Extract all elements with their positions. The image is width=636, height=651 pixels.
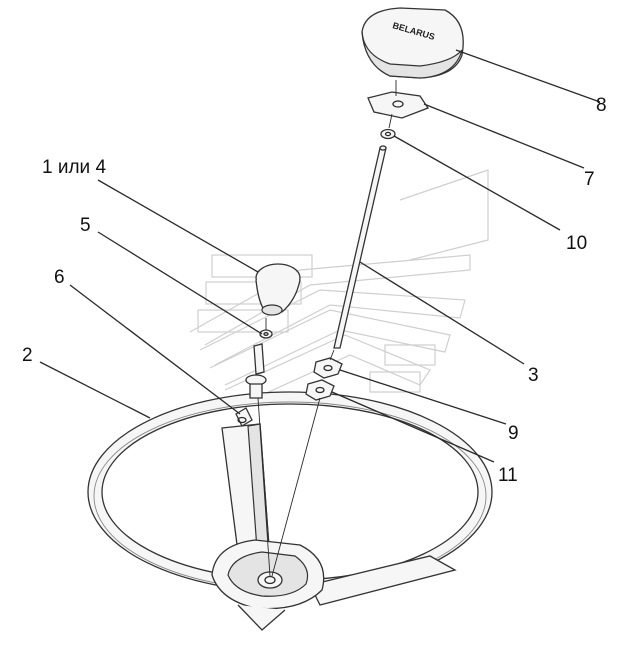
tie-rod: [333, 145, 387, 349]
callout-2: 2: [22, 345, 33, 366]
horn-cap: BELARUS: [361, 7, 464, 79]
callout-10: 10: [566, 233, 588, 254]
callout-11: 11: [498, 465, 518, 486]
assembly-axis-lines: [257, 80, 397, 577]
knob-pin: [235, 343, 267, 427]
leader-lines: [39, 49, 601, 463]
nut-9: [313, 357, 343, 379]
callout-5: 5: [80, 215, 91, 236]
callout-8: 8: [596, 95, 607, 116]
steering-wheel-rim: [87, 391, 493, 593]
washer-10: [380, 128, 396, 140]
wheel-hub: [211, 539, 325, 631]
nut-11: [305, 379, 335, 401]
callout-3: 3: [528, 365, 539, 386]
cap-bracket: [367, 91, 429, 119]
spinner-knob: [255, 263, 301, 316]
callout-6: 6: [54, 267, 65, 288]
callout-1-or-4: 1 или 4: [42, 157, 107, 178]
callout-7: 7: [584, 169, 595, 190]
callout-9: 9: [508, 423, 519, 444]
